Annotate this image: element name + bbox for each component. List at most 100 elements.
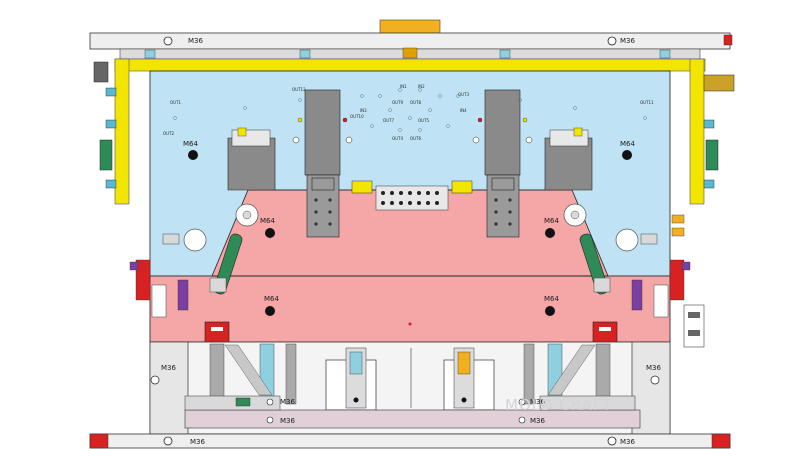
ejector-rod bbox=[595, 343, 611, 405]
interlock-slot-icon bbox=[599, 327, 611, 331]
core-pin-bolt-icon bbox=[345, 136, 353, 144]
right-red-clamp bbox=[669, 259, 685, 301]
locator-block-icon bbox=[162, 233, 180, 245]
out-label: OUT8 bbox=[410, 100, 422, 105]
lifter-base-icon bbox=[209, 277, 227, 293]
yellow-frame-left bbox=[114, 58, 130, 205]
right-coupling-icon bbox=[703, 119, 715, 129]
guide-bushing-core-icon bbox=[242, 210, 252, 220]
in-label: IN1 bbox=[400, 84, 407, 89]
core-pin-marker-icon bbox=[522, 117, 528, 123]
rail-bolt-icon bbox=[150, 375, 160, 385]
bottom-bolt-icon bbox=[607, 436, 617, 446]
left-coupling-icon bbox=[105, 119, 117, 129]
guide-pillar-icon bbox=[183, 228, 207, 252]
out-label: OUT9 bbox=[392, 100, 404, 105]
m64-bolt-icon bbox=[265, 228, 275, 238]
right-angle-guide bbox=[547, 344, 596, 396]
left-core-pin bbox=[304, 89, 341, 176]
center-divider bbox=[410, 348, 412, 408]
out-label: OUT1 bbox=[170, 100, 182, 105]
cylinder-port-icon bbox=[461, 397, 467, 403]
bottom-m36-right-label: M36 bbox=[620, 438, 635, 446]
left-gate-block bbox=[351, 180, 373, 194]
cylinder-window-icon bbox=[457, 351, 471, 375]
core-pin-bolt-icon bbox=[525, 136, 533, 144]
ejector-retainer-plate bbox=[184, 409, 641, 429]
out-label: OUT2 bbox=[163, 131, 175, 136]
top-m36-right-label: M36 bbox=[620, 37, 635, 45]
left-ejector-block bbox=[184, 395, 281, 411]
core-window-icon bbox=[311, 177, 335, 191]
moving-half-plate bbox=[149, 275, 671, 343]
left-side-lock bbox=[151, 284, 167, 318]
lifter-base-icon bbox=[593, 277, 611, 293]
core-pin-marker-icon bbox=[297, 117, 303, 123]
right-core-screw-grid-icon bbox=[494, 198, 512, 226]
top-spacer-icon bbox=[144, 49, 156, 59]
nozzle-seat-icon bbox=[402, 47, 418, 59]
right-purple-stop-icon bbox=[631, 279, 643, 311]
in-label: IN3 bbox=[360, 108, 367, 113]
m64-bolt-icon bbox=[265, 306, 275, 316]
m64-label: M64 bbox=[264, 295, 279, 303]
m64-bolt-icon bbox=[545, 306, 555, 316]
sprue-bushing bbox=[379, 19, 441, 35]
ejector-rod bbox=[209, 343, 225, 405]
out-label: OUT11 bbox=[640, 100, 654, 105]
top-bolt-right-icon bbox=[607, 36, 617, 46]
left-connector-icon bbox=[93, 61, 109, 83]
right-side-marker-icon bbox=[681, 261, 691, 271]
top-m36-left-label: M36 bbox=[188, 37, 203, 45]
left-insert-cap bbox=[231, 129, 271, 147]
right-core-pin bbox=[484, 89, 521, 176]
ejector-bolt-icon bbox=[266, 398, 274, 406]
out-label: OUT5 bbox=[418, 118, 430, 123]
left-core-screw-grid-icon bbox=[314, 198, 332, 226]
left-coupling-icon bbox=[105, 87, 117, 97]
left-water-fitting-icon bbox=[99, 139, 113, 171]
m64-label: M64 bbox=[544, 217, 559, 225]
top-bolt-left-icon bbox=[163, 36, 173, 46]
right-gate-block bbox=[451, 180, 473, 194]
m36-label: M36 bbox=[161, 364, 176, 372]
guide-bushing-core-icon bbox=[570, 210, 580, 220]
left-support-rail bbox=[149, 341, 189, 435]
right-amber-fitting-icon bbox=[671, 214, 685, 224]
ejector-bolt-icon bbox=[266, 416, 274, 424]
ejector-pin-cluster bbox=[375, 185, 449, 211]
right-interlock-block bbox=[592, 321, 618, 345]
m64-label: M64 bbox=[544, 295, 559, 303]
right-water-fitting-icon bbox=[705, 139, 719, 171]
ejector-rod bbox=[523, 343, 535, 405]
m36-label: M36 bbox=[646, 364, 661, 372]
right-coupling-icon bbox=[703, 179, 715, 189]
guide-pillar-icon bbox=[615, 228, 639, 252]
cylinder-port-icon bbox=[353, 397, 359, 403]
watermark: MOLD CRAFT bbox=[505, 396, 613, 414]
out-label: OUT7 bbox=[383, 118, 395, 123]
out-label: OUT3 bbox=[458, 92, 470, 97]
left-purple-stop-icon bbox=[177, 279, 189, 311]
right-connector-icon bbox=[703, 74, 735, 92]
m36-label: M36 bbox=[280, 398, 295, 406]
right-ejector-block bbox=[539, 395, 636, 411]
cylinder-window-icon bbox=[349, 351, 363, 375]
out-label: OUT4 bbox=[392, 136, 404, 141]
interlock-slot-icon bbox=[211, 327, 223, 331]
m64-label: M64 bbox=[183, 140, 198, 148]
bottom-right-stop bbox=[711, 433, 731, 449]
in-label: IN4 bbox=[460, 108, 467, 113]
right-lower-core-block bbox=[486, 174, 520, 238]
left-angle-guide bbox=[224, 344, 273, 396]
m64-bolt-icon bbox=[545, 228, 555, 238]
right-insert-cap bbox=[549, 129, 589, 147]
core-window-icon bbox=[491, 177, 515, 191]
cooling-channel-holes bbox=[173, 88, 647, 132]
ejector-indicator-icon bbox=[235, 397, 251, 407]
right-hydraulic-unit bbox=[683, 304, 705, 348]
out-label: OUT12 bbox=[292, 87, 306, 92]
left-insert-marker-icon bbox=[237, 127, 247, 137]
right-top-stop-icon bbox=[723, 34, 733, 46]
m64-bolt-icon bbox=[188, 150, 198, 160]
